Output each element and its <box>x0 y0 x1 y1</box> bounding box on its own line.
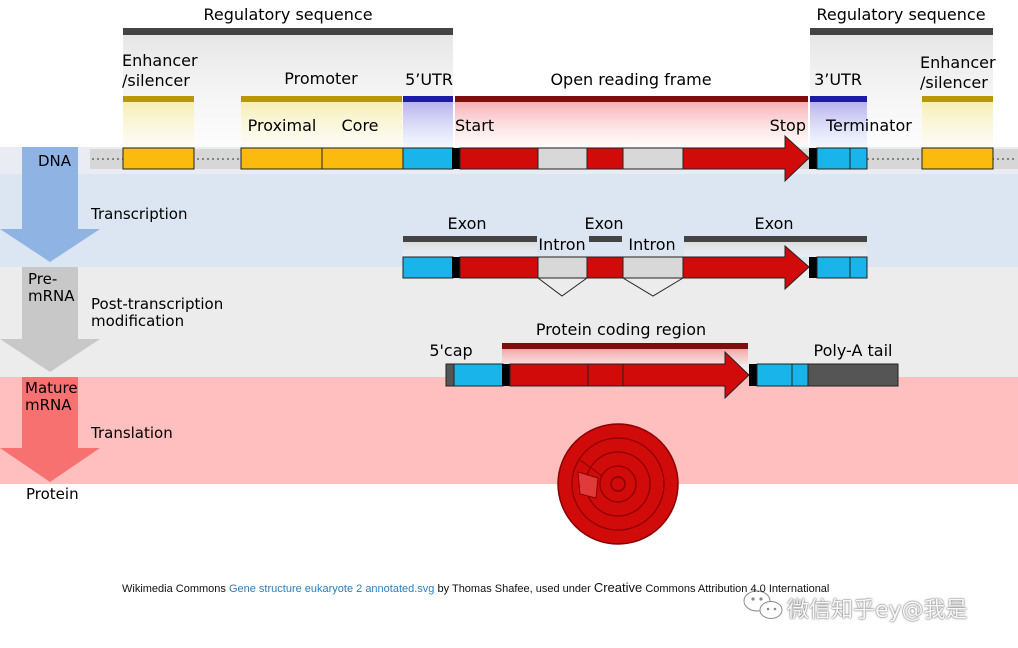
regulatory-sequence-label-left: Regulatory sequence <box>203 5 373 24</box>
dna-start-codon <box>452 148 460 169</box>
credit-license-word: Creative <box>593 580 643 595</box>
process-translation: Translation <box>91 424 173 442</box>
intron-label-1: Intron <box>538 235 586 254</box>
premrna-stage-arrow <box>0 267 100 372</box>
mature-exon2 <box>587 363 624 387</box>
credit-prefix: Wikimedia Commons <box>122 583 229 595</box>
dna-exon2 <box>586 147 624 170</box>
stop-label: Stop <box>769 116 806 135</box>
promoter-bar <box>241 96 402 102</box>
premrna-intron2 <box>622 256 684 279</box>
premrna-utr5 <box>402 256 454 279</box>
dna-exon3-arrow <box>682 134 810 183</box>
splice-line-2 <box>622 277 684 297</box>
terminator-label: Terminator <box>826 116 912 135</box>
exon2-bar <box>589 236 622 242</box>
mature-utr5 <box>453 363 504 387</box>
premrna-stop <box>809 257 817 278</box>
utr5-bar <box>403 96 453 102</box>
cap-label: 5'cap <box>429 341 473 360</box>
stage-label-mature-mrna: Mature mRNA <box>25 379 78 414</box>
exon3-bar <box>684 236 867 242</box>
exon-label-1: Exon <box>447 214 487 233</box>
dna-promoter-proximal <box>240 147 323 170</box>
exon-label-2: Exon <box>584 214 624 233</box>
dna-intron2 <box>622 147 684 170</box>
mature-exon3-arrow <box>622 350 750 400</box>
mature-utr3-a <box>756 363 793 387</box>
start-label: Start <box>455 116 495 135</box>
protein-icon <box>557 423 679 545</box>
dna-enhancer-right <box>921 147 994 170</box>
intron-label-2: Intron <box>628 235 676 254</box>
utr3-label: 3’UTR <box>814 70 862 89</box>
dna-utr5 <box>402 147 454 170</box>
premrna-utr3-a <box>816 256 851 279</box>
utr3-shade <box>810 102 867 147</box>
stage-label-dna: DNA <box>38 152 72 170</box>
regulatory-bar-right <box>810 28 993 35</box>
premrna-exon3-arrow <box>682 244 810 291</box>
exon1-bar <box>403 236 537 242</box>
enhancer-shade-left <box>123 102 194 147</box>
proximal-label: Proximal <box>247 116 317 135</box>
protein-coding-region-label: Protein coding region <box>535 320 707 339</box>
stage-label-protein: Protein <box>26 485 79 503</box>
utr5-shade <box>403 102 453 147</box>
translation-band <box>0 377 1018 484</box>
exon-label-3: Exon <box>754 214 794 233</box>
promoter-shade <box>241 102 402 147</box>
enhancer-bar-left <box>123 96 194 102</box>
mature-stage-arrow <box>0 377 100 482</box>
dna-promoter-core <box>321 147 404 170</box>
premrna-exon2 <box>586 256 624 279</box>
credit-source-link[interactable]: Gene structure eukaryote 2 annotated.svg <box>228 583 435 595</box>
regulatory-bar-left <box>123 28 453 35</box>
credit-middle: by Thomas Shafee, used under <box>434 583 594 595</box>
stage-label-pre-mrna: Pre- mRNA <box>28 270 75 305</box>
dna-intron1 <box>537 147 588 170</box>
coding-region-bar <box>502 343 748 349</box>
mature-polya-tail <box>807 363 899 387</box>
polya-tail-label: Poly-A tail <box>813 341 893 360</box>
regulatory-sequence-label-right: Regulatory sequence <box>816 5 986 24</box>
dna-stage-arrow <box>0 147 100 262</box>
promoter-label: Promoter <box>284 69 358 88</box>
exon1-shade <box>403 242 537 257</box>
mature-exon1 <box>509 363 589 387</box>
utr3-bar <box>810 96 867 102</box>
dna-stop-codon <box>809 148 817 169</box>
enhancer-silencer-label-left: Enhancer /silencer <box>122 51 198 90</box>
premrna-utr3-b <box>849 256 868 279</box>
mature-cap <box>445 363 455 387</box>
credit-suffix: Commons Attribution 4.0 International <box>642 583 830 595</box>
dna-utr3-a <box>816 147 851 170</box>
orf-label: Open reading frame <box>550 70 712 89</box>
core-label: Core <box>341 116 379 135</box>
premrna-exon1 <box>459 256 539 279</box>
premrna-start <box>452 257 460 278</box>
dna-exon1 <box>459 147 539 170</box>
orf-shade <box>455 102 808 147</box>
utr5-label: 5’UTR <box>405 70 453 89</box>
exon3-shade <box>684 242 867 257</box>
orf-bar <box>455 96 808 102</box>
enhancer-shade-right <box>922 102 993 147</box>
premrna-intron1 <box>537 256 588 279</box>
mature-stop <box>749 364 757 386</box>
attribution-credit: Wikimedia Commons Gene structure eukaryo… <box>122 580 829 595</box>
mature-utr3-b <box>791 363 809 387</box>
process-transcription: Transcription <box>91 205 188 223</box>
splice-line-1 <box>537 277 588 297</box>
coding-region-shade <box>502 349 748 364</box>
enhancer-silencer-label-right: Enhancer /silencer <box>920 53 996 92</box>
mature-start <box>502 364 510 386</box>
process-post-transcription: Post-transcription modification <box>91 295 224 330</box>
watermark-text: 微信知乎ey@我是 <box>787 598 968 623</box>
dna-utr3-b <box>849 147 868 170</box>
dna-enhancer-left <box>122 147 195 170</box>
enhancer-bar-right <box>922 96 993 102</box>
wechat-logo-icon <box>743 590 783 619</box>
